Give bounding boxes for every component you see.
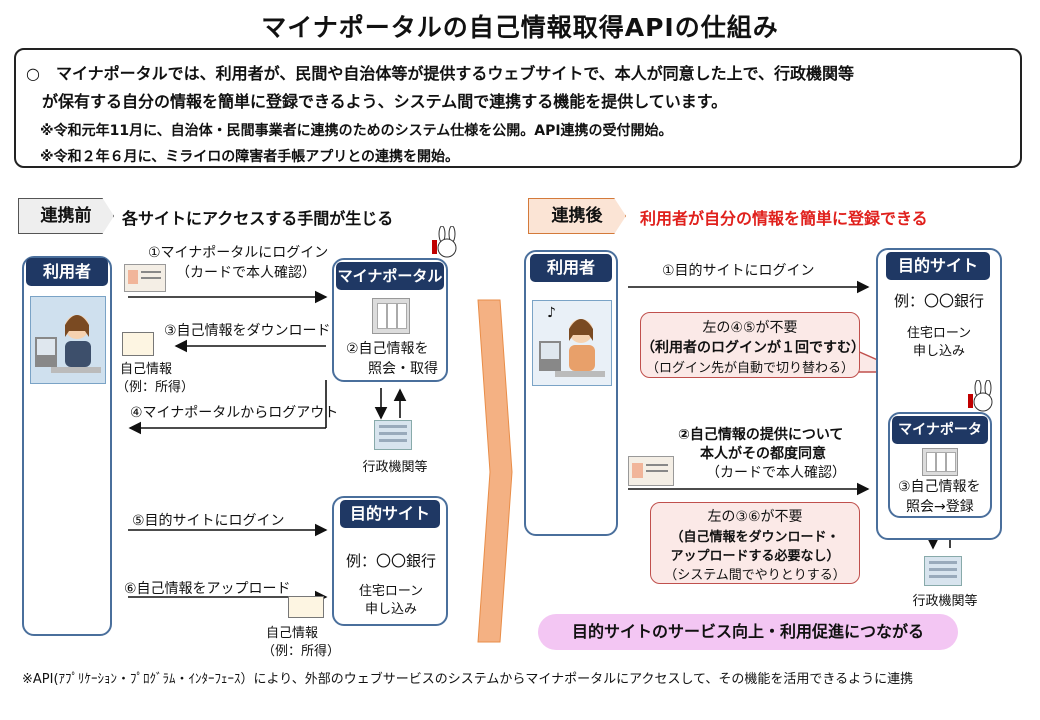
user-illustration-after: ♪: [532, 300, 612, 386]
user-label-before: 利用者: [26, 258, 108, 286]
mynaportal-step2-before: 照会・取得: [368, 361, 438, 377]
gov-label-before: 行政機関等: [362, 460, 428, 475]
mynaportal-label-after: マイナポータル: [892, 416, 988, 466]
gov-label-after: 行政機関等: [912, 594, 978, 609]
doc2-label-b: （例：所得）: [262, 644, 341, 659]
target-service2-before: 申し込み: [364, 602, 417, 617]
mascot-icon-before: [432, 226, 462, 266]
callout-1: 左の④⑤が不要 （利用者のログインが１回ですむ） （ログイン先が自動で切り替わる…: [640, 312, 865, 378]
callout2-line-d: （システム間でやりとりする）: [664, 568, 846, 583]
mascot-icon-after: [968, 380, 998, 420]
step1-label-after: ①目的サイトにログイン: [662, 263, 815, 279]
server-icon-after: [922, 448, 958, 476]
step1-sub-before: （カードで本人確認）: [176, 265, 316, 281]
intro-note-2: ※令和２年６月に、ミライロの障害者手帳アプリとの連携を開始。: [40, 149, 460, 165]
intro-box: [14, 48, 1022, 168]
mynaportal-step-after: ③自己情報を: [898, 479, 981, 495]
happy-user-icon: ♪: [539, 305, 605, 377]
server-icon-before: [372, 298, 410, 334]
step2-line-a: ②自己情報の提供について: [678, 427, 844, 443]
intro-line-1: ○ マイナポータルでは、利用者が、民間や自治体等が提供するウェブサイトで、本人が…: [26, 64, 855, 83]
user-panel-after: [524, 250, 618, 536]
step2-line-c: （カードで本人確認）: [706, 465, 846, 481]
gov-building-icon-after: [924, 556, 962, 586]
step1-label-before: ①マイナポータルにログイン: [148, 245, 329, 261]
mynaportal-step2-after: 照会→登録: [906, 499, 974, 515]
target-service2-after: 申し込み: [912, 344, 965, 359]
callout1-line-a: 左の④⑤が不要: [702, 320, 798, 336]
after-note: 利用者が自分の情報を簡単に登録できる: [640, 209, 928, 228]
callout1-line-c: （ログイン先が自動で切り替わる）: [645, 361, 854, 376]
mynumber-card-icon-after: [628, 456, 674, 486]
stressed-user-icon: [35, 315, 101, 373]
callout2-line-c: アップロードする必要なし）: [670, 549, 840, 564]
mynaportal-label-before: マイナポータル: [336, 262, 444, 290]
document-icon-1: [122, 332, 154, 356]
intro-line-2: が保有する自分の情報を簡単に登録できるよう、システム間で連携する機能を提供してい…: [42, 92, 728, 111]
transition-arrow: [477, 299, 513, 643]
benefit-pill: 目的サイトのサービス向上・利用促進につながる: [538, 614, 958, 650]
after-tag: 連携後: [528, 198, 626, 234]
target-service1-before: 住宅ローン: [358, 584, 424, 599]
page-title: マイナポータルの自己情報取得APIの仕組み: [261, 13, 779, 42]
callout2-line-a: 左の③⑥が不要: [707, 509, 803, 525]
before-note: 各サイトにアクセスする手間が生じる: [122, 209, 394, 228]
target-label-before: 目的サイト: [340, 500, 440, 528]
user-label-after: 利用者: [530, 254, 612, 282]
step5-label-before: ⑤目的サイトにログイン: [132, 513, 285, 529]
svg-text:♪: ♪: [547, 305, 556, 321]
step3-label-before: ③自己情報をダウンロード: [164, 323, 331, 339]
doc2-label-a: 自己情報: [266, 626, 319, 641]
mynaportal-step-before: ②自己情報を: [346, 341, 429, 357]
target-label-after: 目的サイト: [886, 252, 990, 280]
step6-label-before: ⑥自己情報をアップロード: [124, 581, 291, 597]
target-service1-after: 住宅ローン: [906, 326, 972, 341]
callout-2: 左の③⑥が不要 （自己情報をダウンロード・ アップロードする必要なし） （システ…: [650, 502, 860, 584]
target-example-before: 例：〇〇銀行: [345, 552, 436, 570]
doc1-label-a: 自己情報: [120, 362, 173, 377]
callout1-line-b: （利用者のログインが１回ですむ）: [641, 340, 865, 356]
step2-line-b: 本人がその都度同意: [700, 446, 826, 462]
target-example-after: 例：〇〇銀行: [893, 292, 984, 310]
user-illustration-before: [30, 296, 106, 384]
doc1-label-b: （例：所得）: [116, 380, 195, 395]
callout2-line-b: （自己情報をダウンロード・: [670, 530, 840, 545]
footnote: ※API(ｱﾌﾟﾘｹｰｼｮﾝ・ﾌﾟﾛｸﾞﾗﾑ・ｲﾝﾀｰﾌｪｰｽ）により、外部のウ…: [22, 672, 914, 687]
gov-building-icon-before: [374, 420, 412, 450]
before-tag: 連携前: [18, 198, 114, 234]
mynumber-card-icon-before: [124, 264, 166, 292]
step4-label-before: ④マイナポータルからログアウト: [130, 405, 339, 421]
intro-note-1: ※令和元年11月に、自治体・民間事業者に連携のためのシステム仕様を公開。API連…: [40, 123, 673, 139]
document-icon-2: [288, 596, 324, 618]
